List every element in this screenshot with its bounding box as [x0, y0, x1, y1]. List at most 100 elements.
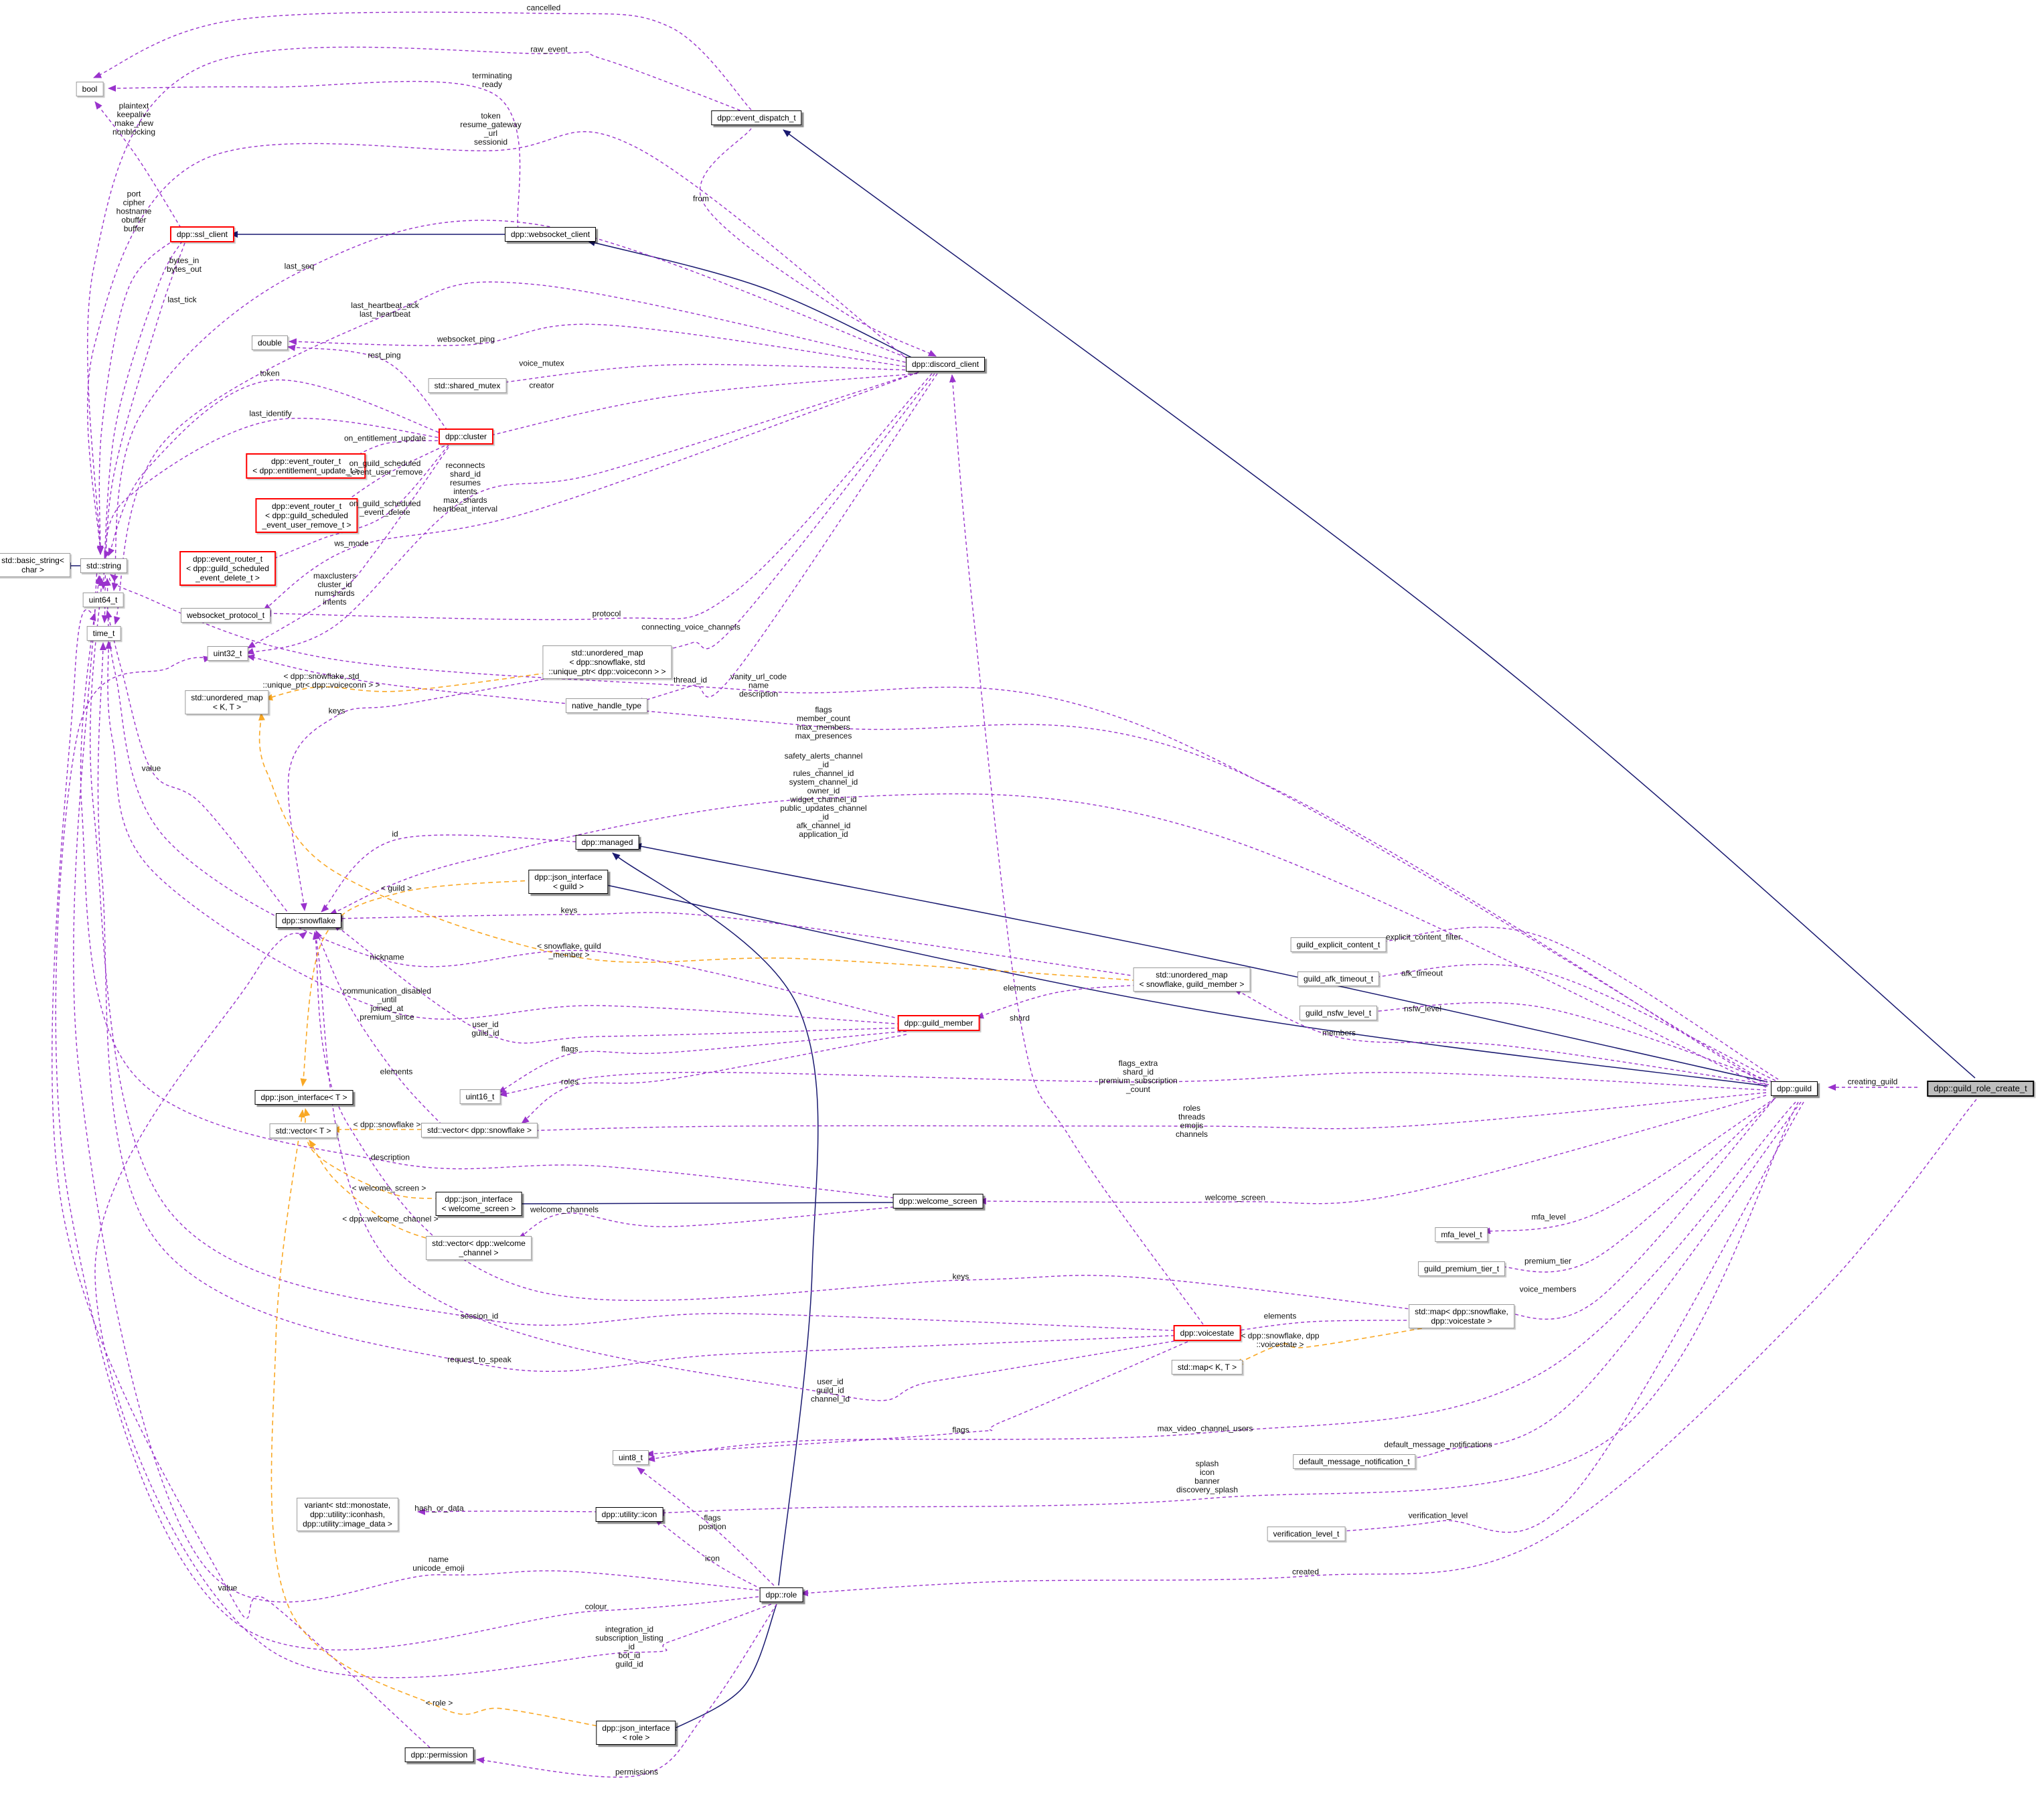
member-edge — [114, 281, 918, 625]
edge-label: roles — [560, 1077, 579, 1087]
edge-label: welcome_screen — [1204, 1192, 1266, 1202]
class-node-role[interactable]: dpp::role — [759, 1587, 803, 1602]
member-edge — [87, 46, 746, 554]
class-node-std-string[interactable]: std::string — [80, 558, 128, 573]
edge-label: flags — [561, 1044, 578, 1054]
class-node-permission[interactable]: dpp::permission — [404, 1747, 474, 1762]
class-node-time-t[interactable]: time_t — [86, 626, 121, 641]
class-node-json-interface-welcome-screen[interactable]: dpp::json_interface < welcome_screen > — [435, 1192, 522, 1216]
edge-label: explicit_content_filter — [1385, 932, 1462, 942]
class-node-uint16-t[interactable]: uint16_t — [459, 1089, 501, 1104]
member-edge — [108, 379, 451, 556]
member-edge — [52, 609, 430, 1748]
class-node-websocket-protocol-t[interactable]: websocket_protocol_t — [180, 608, 271, 623]
edge-label: plaintext keepalive make_new nonblocking — [112, 101, 156, 137]
class-node-event-router-user-remove[interactable]: dpp::event_router_t < dpp::guild_schedul… — [255, 498, 358, 533]
edge-label: from — [693, 193, 709, 204]
class-node-json-interface-guild[interactable]: dpp::json_interface < guild > — [528, 870, 609, 894]
member-edge — [333, 923, 907, 1044]
edge-label: keys — [952, 1271, 969, 1281]
class-node-json-interface-role[interactable]: dpp::json_interface < role > — [596, 1721, 676, 1745]
member-edge — [267, 445, 449, 562]
member-edge — [108, 80, 521, 230]
class-node-variant-iconhash[interactable]: variant< std::monostate, dpp::utility::i… — [297, 1498, 398, 1531]
class-node-native-handle-type[interactable]: native_handle_type — [565, 698, 648, 713]
member-edge — [1233, 988, 1770, 1085]
class-node-guild-member[interactable]: dpp::guild_member — [897, 1015, 980, 1031]
edge-label: port cipher hostname obuffer buffer — [116, 189, 152, 234]
inheritance-edge — [587, 240, 918, 361]
member-edge — [262, 372, 919, 611]
class-node-utility-icon[interactable]: dpp::utility::icon — [595, 1507, 663, 1522]
member-edge — [80, 575, 900, 1199]
edge-label: value — [141, 763, 161, 773]
class-node-verification-level-t[interactable]: verification_level_t — [1267, 1527, 1346, 1541]
member-edge — [522, 1092, 1767, 1134]
class-node-bool[interactable]: bool — [76, 82, 104, 96]
member-edge — [105, 641, 907, 1025]
member-edge — [637, 1467, 775, 1586]
edge-label: keys — [560, 905, 578, 915]
class-node-discord-client[interactable]: dpp::discord_client — [905, 357, 986, 372]
inheritance-edge — [633, 843, 1768, 1083]
class-node-double[interactable]: double — [251, 335, 289, 350]
class-node-guild-afk-timeout-t[interactable]: guild_afk_timeout_t — [1297, 971, 1380, 986]
class-node-uint32-t[interactable]: uint32_t — [207, 646, 248, 661]
class-node-uint64-t[interactable]: uint64_t — [82, 593, 124, 607]
class-node-unordered-map-voiceconn[interactable]: std::unordered_map < dpp::snowflake, std… — [542, 645, 672, 679]
class-node-vector-t[interactable]: std::vector< T > — [269, 1123, 337, 1138]
class-node-snowflake[interactable]: dpp::snowflake — [275, 913, 342, 928]
edge-label: elements — [380, 1067, 413, 1077]
member-edge — [1368, 1002, 1774, 1083]
class-node-voicestate[interactable]: dpp::voicestate — [1173, 1325, 1241, 1341]
member-edge — [518, 1206, 900, 1239]
edge-label: max_video_channel_users — [1157, 1423, 1253, 1433]
class-node-welcome-screen[interactable]: dpp::welcome_screen — [892, 1194, 984, 1209]
member-edge — [1500, 1100, 1774, 1320]
class-node-default-message-notification-t[interactable]: default_message_notification_t — [1293, 1454, 1416, 1469]
template-edge — [258, 712, 1154, 982]
class-node-event-router-entitlement[interactable]: dpp::event_router_t < dpp::entitlement_u… — [246, 453, 366, 479]
class-node-event-dispatch-t[interactable]: dpp::event_dispatch_t — [711, 110, 802, 125]
class-node-managed[interactable]: dpp::managed — [575, 835, 639, 850]
class-node-shared-mutex[interactable]: std::shared_mutex — [428, 378, 507, 393]
class-node-event-router-delete[interactable]: dpp::event_router_t < dpp::guild_schedul… — [179, 551, 276, 586]
edge-label: roles threads emojis channels — [1175, 1103, 1208, 1139]
edge-label: last_heartbeat_ack last_heartbeat — [351, 301, 419, 319]
class-node-guild-nsfw-level-t[interactable]: guild_nsfw_level_t — [1299, 1006, 1378, 1020]
class-node-guild-role-create-t: dpp::guild_role_create_t — [1927, 1081, 2034, 1097]
member-edge — [1233, 1320, 1425, 1334]
member-edge — [94, 101, 181, 228]
class-node-mfa-level-t[interactable]: mfa_level_t — [1435, 1227, 1488, 1242]
class-node-websocket-client[interactable]: dpp::websocket_client — [504, 227, 597, 242]
inheritance-edge — [511, 1200, 900, 1207]
class-node-basic-string[interactable]: std::basic_string< char > — [0, 553, 70, 577]
class-node-cluster[interactable]: dpp::cluster — [438, 428, 494, 445]
edge-label: members — [1322, 1028, 1356, 1038]
edge-label: user_id guild_id — [471, 1020, 499, 1038]
class-node-guild[interactable]: dpp::guild — [1770, 1081, 1818, 1096]
edge-label: request_to_speak — [447, 1354, 512, 1365]
class-node-json-interface-t[interactable]: dpp::json_interface< T > — [254, 1090, 353, 1105]
member-edge — [97, 642, 1187, 1372]
member-edge — [104, 578, 907, 1021]
class-node-guild-explicit-content-t[interactable]: guild_explicit_content_t — [1290, 937, 1387, 952]
edge-label: < dpp::welcome_channel > — [342, 1214, 439, 1224]
class-node-uint8-t[interactable]: uint8_t — [612, 1450, 649, 1465]
template-edge — [309, 1140, 442, 1243]
member-edge — [87, 131, 918, 555]
member-edge — [94, 931, 772, 1679]
class-node-unordered-map-kt[interactable]: std::unordered_map < K, T > — [185, 690, 269, 714]
member-edge — [645, 1341, 1188, 1458]
edge-label: icon — [704, 1553, 720, 1563]
class-node-vector-snowflake[interactable]: std::vector< dpp::snowflake > — [420, 1123, 538, 1138]
class-node-ssl-client[interactable]: dpp::ssl_client — [169, 226, 235, 242]
class-node-unordered-map-guild-member[interactable]: std::unordered_map < snowflake, guild_me… — [1133, 967, 1251, 992]
class-node-guild-premium-tier-t[interactable]: guild_premium_tier_t — [1417, 1261, 1506, 1276]
class-node-vector-welcome-channel[interactable]: std::vector< dpp::welcome _channel > — [426, 1236, 532, 1260]
class-node-map-snowflake-voicestate[interactable]: std::map< dpp::snowflake, dpp::voicestat… — [1409, 1304, 1514, 1328]
class-node-map-kt[interactable]: std::map< K, T > — [1171, 1360, 1243, 1375]
member-edge — [321, 834, 588, 913]
inheritance-edge — [612, 852, 819, 1586]
